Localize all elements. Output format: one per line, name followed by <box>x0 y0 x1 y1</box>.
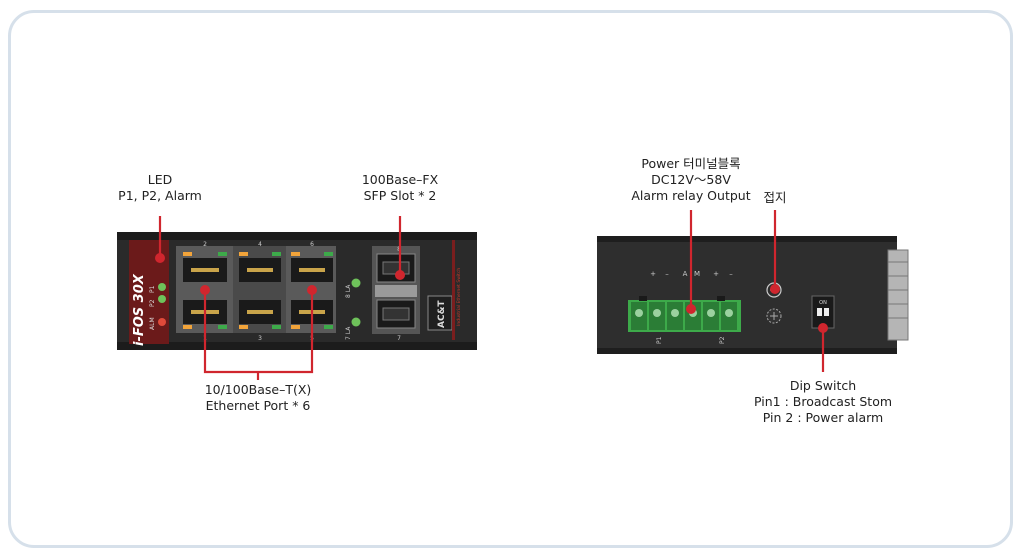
eth-callout-dot-1 <box>200 285 210 295</box>
eth-label-line-1: 10/100Base–T(X) <box>204 382 312 397</box>
din-rail-clip <box>887 249 909 341</box>
port-number-6: 6 <box>310 241 314 248</box>
terminal-mark-1: + <box>650 270 656 278</box>
led-alarm <box>158 318 166 326</box>
terminal-mark-3: A <box>683 270 688 278</box>
led-label-line-1: LED <box>147 172 173 187</box>
dip-label-line-1: Dip Switch <box>789 378 857 393</box>
dip-label-line-2: Pin1 : Broadcast Stom <box>753 394 893 409</box>
front-panel: i-FOS 30X P1 P2 ALM <box>117 232 477 350</box>
led-callout-label: LED P1, P2, Alarm <box>90 172 230 204</box>
power-callout-dot <box>686 304 696 314</box>
terminal-p2-label: P2 <box>719 336 726 344</box>
model-name: i-FOS 30X <box>132 273 147 346</box>
power-label-line-2: DC12V～58V <box>651 172 731 187</box>
led-p1 <box>158 283 166 291</box>
sfp-slots: 8 7 <box>372 246 420 342</box>
led-p1-label: P1 <box>149 285 156 293</box>
terminal-p1-label: P1 <box>656 336 663 344</box>
led-p2-label: P2 <box>149 299 156 307</box>
terminal-mark-2: – <box>665 270 669 278</box>
sfp-led-8-label: 8 LA <box>345 284 352 298</box>
side-callout-lines <box>689 210 825 372</box>
sfp-label-line-1: 100Base–FX <box>361 172 439 187</box>
dip-label-line-3: Pin 2 : Power alarm <box>762 410 884 425</box>
terminal-mark-6: – <box>729 270 733 278</box>
power-label-line-1: Power 터미널블록 <box>641 156 741 171</box>
ground-callout-dot <box>770 284 780 294</box>
ground-label-text: 접지 <box>763 190 787 205</box>
port-number-3: 3 <box>258 335 262 342</box>
dip-callout-dot <box>818 323 828 333</box>
terminal-mark-5: + <box>713 270 719 278</box>
sfp-led-7-label: 7 LA <box>345 326 352 340</box>
sfp-callout-label: 100Base–FX SFP Slot * 2 <box>330 172 470 204</box>
eth-callout-dot-2 <box>307 285 317 295</box>
dip-pin-1 <box>817 308 822 316</box>
side-panel-body <box>597 236 897 354</box>
power-callout-label: Power 터미널블록 DC12V～58V Alarm relay Output <box>611 156 771 204</box>
led-label-line-2: P1, P2, Alarm <box>118 188 202 203</box>
sfp-led-8 <box>351 278 361 288</box>
port-number-2: 2 <box>203 241 207 248</box>
dip-on-label: ON <box>819 300 827 306</box>
sfp-number-7: 7 <box>397 335 401 342</box>
power-label-line-3: Alarm relay Output <box>631 188 751 203</box>
sfp-callout-dot <box>395 270 405 280</box>
sfp-led-7 <box>351 317 361 327</box>
led-alarm-label: ALM <box>149 317 156 330</box>
ground-callout-label: 접지 <box>755 190 795 206</box>
terminal-mark-4: M <box>694 270 700 278</box>
eth-label-line-2: Ethernet Port * 6 <box>205 398 311 413</box>
product-description: Industrial Ethernet Switch <box>456 268 462 326</box>
dip-pin-2 <box>824 308 829 316</box>
dip-callout-label: Dip Switch Pin1 : Broadcast Stom Pin 2 :… <box>743 378 903 426</box>
brand-logo: AC&T <box>437 300 447 328</box>
sfp-label-line-2: SFP Slot * 2 <box>363 188 437 203</box>
led-callout-dot <box>155 253 165 263</box>
led-p2 <box>158 295 166 303</box>
ethernet-callout-label: 10/100Base–T(X) Ethernet Port * 6 <box>183 382 333 414</box>
port-number-4: 4 <box>258 241 262 248</box>
ethernet-ports: 2 4 6 1 3 5 <box>176 241 336 342</box>
